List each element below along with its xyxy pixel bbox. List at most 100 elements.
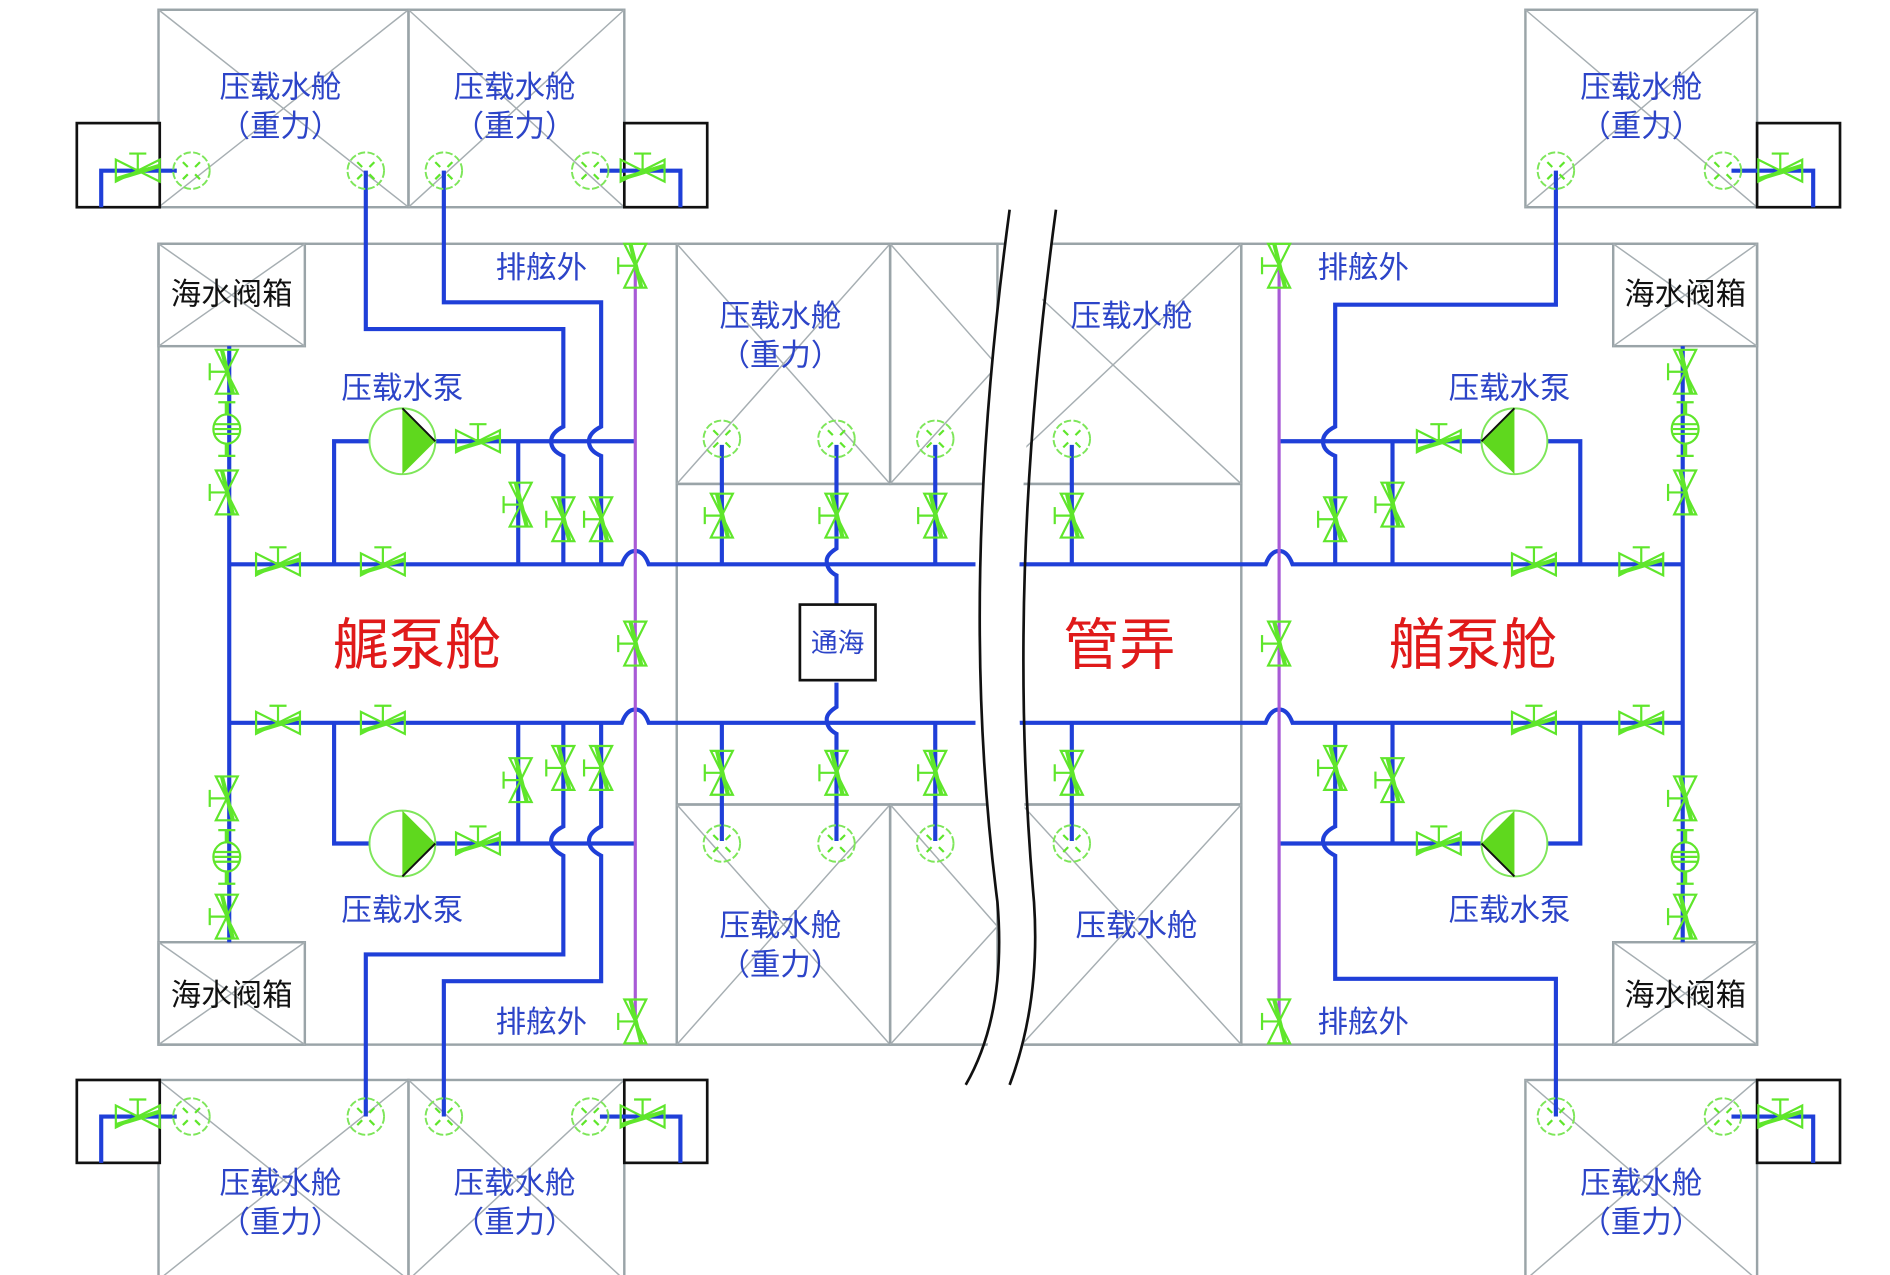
tank-label: 压载水舱 xyxy=(719,300,841,335)
ballast-pump-top-left[interactable] xyxy=(368,407,437,476)
pump-label: 压载水泵 xyxy=(1449,893,1571,928)
aft-pump-room-label: 艉泵舱 xyxy=(333,613,501,678)
overboard-valve-icon[interactable] xyxy=(618,244,646,288)
tank-sublabel: （重力） xyxy=(1580,1205,1702,1240)
gate-valve-icon[interactable] xyxy=(210,776,238,820)
pump-label: 压载水泵 xyxy=(341,372,463,407)
tank-mid-lower-right: 压载水舱 xyxy=(1020,803,1243,1046)
gate-valve-icon[interactable] xyxy=(705,494,733,538)
gate-valve-icon[interactable] xyxy=(210,471,238,515)
overboard-valve-icon[interactable] xyxy=(1262,244,1290,288)
gate-valve-icon[interactable] xyxy=(1318,746,1346,790)
gate-valve-icon[interactable] xyxy=(256,706,300,734)
pump-label: 压载水泵 xyxy=(341,893,463,928)
tank-sublabel: （重力） xyxy=(719,948,841,983)
tank-label: 压载水舱 xyxy=(220,71,342,106)
ballast-pump-top-right[interactable] xyxy=(1480,407,1549,476)
gate-valve-icon[interactable] xyxy=(1417,424,1461,452)
ballast-pump-bottom-right[interactable] xyxy=(1480,809,1549,878)
gate-valve-icon[interactable] xyxy=(584,746,612,790)
tank-label: 压载水舱 xyxy=(1075,909,1197,944)
pipe-tunnel-label: 管弄 xyxy=(1063,613,1175,678)
tank-label: 压载水舱 xyxy=(1580,71,1702,106)
fore-pump-room-label: 艏泵舱 xyxy=(1389,613,1557,678)
tank-sublabel: （重力） xyxy=(719,339,841,374)
gate-valve-icon[interactable] xyxy=(361,706,405,734)
valve-box-top-mid xyxy=(570,121,709,209)
tank-sublabel: （重力） xyxy=(220,110,342,145)
tank-label: 压载水舱 xyxy=(220,1166,342,1201)
gate-valve-icon[interactable] xyxy=(819,751,847,795)
sea-connection-label: 通海 xyxy=(811,628,865,659)
gate-valve-icon[interactable] xyxy=(210,350,238,394)
overboard-label: 排舷外 xyxy=(1318,251,1409,286)
gate-valve-icon[interactable] xyxy=(918,751,946,795)
valve-box-bottom-left xyxy=(75,1078,211,1165)
gate-valve-icon[interactable] xyxy=(1055,494,1083,538)
gate-valve-icon[interactable] xyxy=(1262,622,1290,666)
gate-valve-icon[interactable] xyxy=(456,424,500,452)
sea-chest-top-right: 海水阀箱 xyxy=(1611,242,1759,348)
break-symbol xyxy=(964,207,1058,1086)
gate-valve-icon[interactable] xyxy=(1619,547,1663,575)
gate-valve-icon[interactable] xyxy=(819,494,847,538)
tank-bottom-left-2: 压载水舱 （重力） xyxy=(407,1078,626,1275)
tank-label: 压载水舱 xyxy=(1071,300,1193,335)
tank-label: 压载水舱 xyxy=(454,71,576,106)
tank-top-right: 压载水舱 （重力） xyxy=(1524,8,1759,209)
overboard-label: 排舷外 xyxy=(496,251,587,286)
strainer-icon xyxy=(1672,402,1699,456)
gate-valve-icon[interactable] xyxy=(1619,706,1663,734)
sea-chest-top-left: 海水阀箱 xyxy=(157,242,307,348)
gate-valve-icon[interactable] xyxy=(918,494,946,538)
gate-valve-icon[interactable] xyxy=(1375,483,1403,527)
sea-chest-label: 海水阀箱 xyxy=(171,979,293,1014)
strainer-icon xyxy=(213,402,240,456)
gate-valve-icon[interactable] xyxy=(546,497,574,541)
strainer-icon xyxy=(1672,830,1699,884)
sea-chest-label: 海水阀箱 xyxy=(171,278,293,313)
gate-valve-icon[interactable] xyxy=(618,622,646,666)
valve-box-top-right xyxy=(1703,121,1842,209)
gate-valve-icon[interactable] xyxy=(1055,751,1083,795)
overboard-valve-icon[interactable] xyxy=(618,1000,646,1044)
sea-chest-label: 海水阀箱 xyxy=(1624,979,1746,1014)
tank-sublabel: （重力） xyxy=(454,1205,576,1240)
tank-top-left-1: 压载水舱 （重力） xyxy=(157,8,410,209)
gate-valve-icon[interactable] xyxy=(210,895,238,939)
tank-sublabel: （重力） xyxy=(220,1205,342,1240)
tank-label: 压载水舱 xyxy=(1580,1166,1702,1201)
tank-sublabel: （重力） xyxy=(454,110,576,145)
tank-label: 压载水舱 xyxy=(454,1166,576,1201)
overboard-label: 排舷外 xyxy=(496,1005,587,1040)
sea-chest-bottom-left: 海水阀箱 xyxy=(157,941,307,1046)
gate-valve-icon[interactable] xyxy=(361,547,405,575)
gate-valve-icon[interactable] xyxy=(456,826,500,854)
tank-mid-upper-right: 压载水舱 xyxy=(1020,242,1243,486)
gate-valve-icon[interactable] xyxy=(1318,497,1346,541)
overboard-label: 排舷外 xyxy=(1318,1005,1409,1040)
gate-valve-icon[interactable] xyxy=(1512,706,1556,734)
gate-valve-icon[interactable] xyxy=(256,547,300,575)
gate-valve-icon[interactable] xyxy=(584,497,612,541)
strainer-icon xyxy=(213,830,240,884)
tank-bottom-left-1: 压载水舱 （重力） xyxy=(157,1078,410,1275)
tank-top-left-2: 压载水舱 （重力） xyxy=(407,8,626,209)
gate-valve-icon[interactable] xyxy=(705,751,733,795)
overboard-valve-icon[interactable] xyxy=(1262,1000,1290,1044)
pump-label: 压载水泵 xyxy=(1449,372,1571,407)
tank-mid-upper-left: 压载水舱 （重力） xyxy=(675,242,999,486)
valve-box-top-left xyxy=(75,121,211,209)
tank-sublabel: （重力） xyxy=(1580,110,1702,145)
gate-valve-icon[interactable] xyxy=(1375,758,1403,802)
valve-box-bottom-right xyxy=(1703,1078,1842,1165)
gate-valve-icon[interactable] xyxy=(1417,826,1461,854)
tank-bottom-right: 压载水舱 （重力） xyxy=(1524,1078,1759,1275)
sea-chest-label: 海水阀箱 xyxy=(1624,278,1746,313)
ballast-pump-bottom-left[interactable] xyxy=(368,809,437,878)
gate-valve-icon[interactable] xyxy=(546,746,574,790)
sea-chest-bottom-right: 海水阀箱 xyxy=(1611,941,1759,1046)
valve-box-bottom-mid xyxy=(570,1078,709,1165)
gate-valve-icon[interactable] xyxy=(1512,547,1556,575)
